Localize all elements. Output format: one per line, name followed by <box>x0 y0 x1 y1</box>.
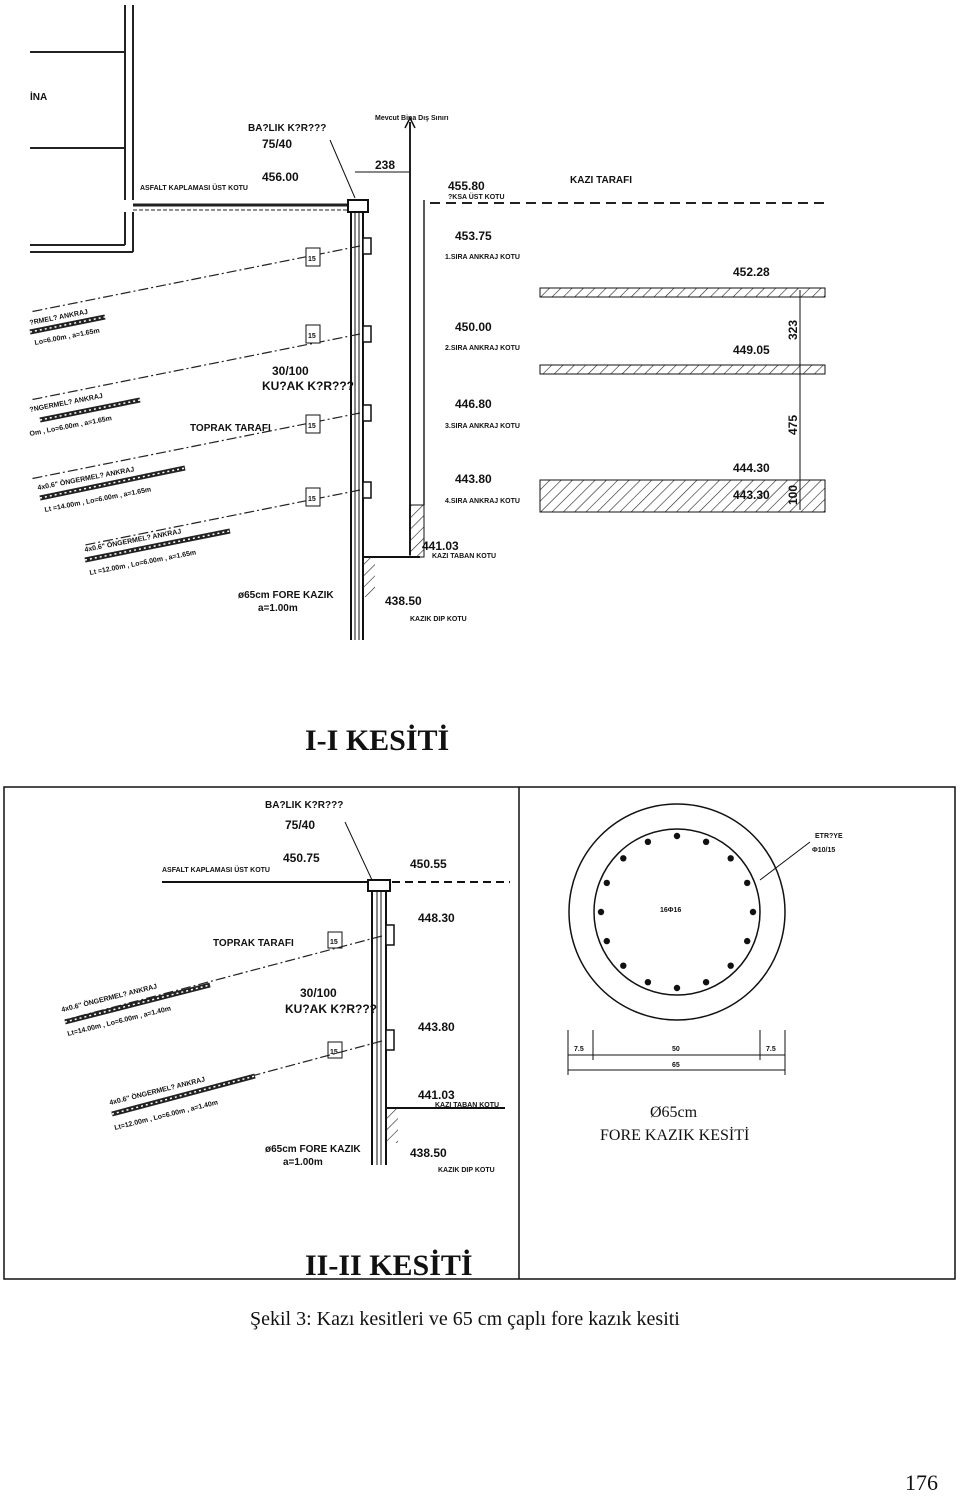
s2-pile-label: ø65cm FORE KAZIK <box>265 1144 361 1155</box>
anchor-row-1-label: 1.SIRA ANKRAJ KOTU <box>445 254 520 261</box>
s2-waler-label: KU?AK K?R??? <box>285 1002 377 1016</box>
s2-beam-label: BA?LIK K?R??? <box>265 800 343 811</box>
dim-323: 323 <box>786 320 800 340</box>
page-number: 176 <box>905 1470 938 1495</box>
s2-asphalt-elevation: 450.75 <box>283 851 320 865</box>
slab-level-3: 444.30 <box>733 461 770 475</box>
dim-left: 7.5 <box>574 1046 584 1053</box>
anchor-row-4-label: 4.SIRA ANKRAJ KOTU <box>445 498 520 505</box>
asphalt-label: ASFALT KAPLAMASI ÜST KOTU <box>140 183 248 192</box>
anchor-row-1-elev: 453.75 <box>455 229 492 243</box>
rebar-dot <box>644 979 652 986</box>
building-label: İNA <box>30 90 47 103</box>
pile-diameter: Ø65cm <box>650 1104 698 1121</box>
rebar-dot <box>702 838 710 845</box>
s2-soil-side-label: TOPRAK TARAFI <box>213 938 294 949</box>
s2-anchor-angle-1: 15 <box>330 939 338 946</box>
s2-anchor-row-1: 448.30 <box>418 911 455 925</box>
section-1-drawing: İNA Mevcut Bina Dış Sınırı 238 BA? <box>29 5 830 757</box>
slab-level-4: 443.30 <box>733 488 770 502</box>
s2-pile-tip-label: KAZIK DIP KOTU <box>438 1167 495 1174</box>
slab-level-2: 449.05 <box>733 343 770 357</box>
capping-beam <box>347 199 369 213</box>
asphalt-elevation: 456.00 <box>262 170 299 184</box>
pile-label: ø65cm FORE KAZIK <box>238 590 334 601</box>
section-2-title: II-II KESİTİ <box>305 1249 473 1282</box>
existing-slabs <box>539 287 826 513</box>
boundary-label: Mevcut Bina Dış Sınırı <box>375 115 449 122</box>
anchor-row-3-elev: 446.80 <box>455 397 492 411</box>
s2-beam-dimension: 75/40 <box>285 818 315 832</box>
base-label: KAZI TABAN KOTU <box>432 553 496 560</box>
dimension-lines <box>567 1030 786 1075</box>
anchor-angle-4: 15 <box>308 496 316 503</box>
dim-475: 475 <box>786 415 800 435</box>
anchor-row-3-label: 3.SIRA ANKRAJ KOTU <box>445 423 520 430</box>
s2-base-label: KAZI TABAN KOTU <box>435 1102 499 1109</box>
waler-dimension: 30/100 <box>272 364 309 378</box>
anchor-angle-2: 15 <box>308 333 316 340</box>
s2-base-elevation: 441.03 <box>418 1088 455 1102</box>
ground-anchors-1 <box>29 245 361 546</box>
top-elevation-label: ?KSA ÜST KOTU <box>448 192 505 201</box>
rebar-dot <box>603 879 610 887</box>
s2-anchor-row-2: 443.80 <box>418 1020 455 1034</box>
pile-tip-elevation: 438.50 <box>385 594 422 608</box>
rebar-dot <box>749 908 757 916</box>
section-1-title: I-I KESİTİ <box>305 724 449 757</box>
rebar-dot <box>597 908 605 916</box>
pile-tip-label: KAZIK DIP KOTU <box>410 616 467 623</box>
figure-caption: Şekil 3: Kazı kesitleri ve 65 cm çaplı f… <box>250 1308 680 1330</box>
dim-right: 7.5 <box>766 1046 776 1053</box>
soil-side-label: TOPRAK TARAFI <box>190 423 271 434</box>
s2-asphalt-label: ASFALT KAPLAMASI ÜST KOTU <box>162 865 270 874</box>
section-2-drawing: BA?LIK K?R??? 75/40 450.75 ASFALT KAPLAM… <box>60 800 510 1282</box>
pile-cross-section: ETR?YE Φ10/15 16Φ16 7.5 50 7.5 65 Ø65cm … <box>567 803 843 1144</box>
dim-100: 100 <box>786 485 800 505</box>
anchor-row-2-elev: 450.00 <box>455 320 492 334</box>
rebar-label: 16Φ16 <box>660 907 681 914</box>
anchor-angle-3: 15 <box>308 423 316 430</box>
rebar-dots <box>597 832 757 992</box>
beam-dimension: 75/40 <box>262 137 292 151</box>
gap-dimension: 238 <box>375 158 395 172</box>
rebar-dot <box>673 832 681 840</box>
dim-total: 65 <box>672 1062 680 1069</box>
bored-pile <box>350 212 364 640</box>
rebar-dot <box>673 984 681 992</box>
anchor-row-2-label: 2.SIRA ANKRAJ KOTU <box>445 345 520 352</box>
rebar-dot <box>727 855 734 862</box>
s2-pile-tip-elevation: 438.50 <box>410 1146 447 1160</box>
slab-level-1: 452.28 <box>733 265 770 279</box>
rebar-dot <box>644 838 652 845</box>
rebar-dot <box>744 937 751 945</box>
anchor-3-spec: Lt =14.00m , Lo=6.00m , a=1.65m <box>44 486 152 514</box>
bottom-frame <box>3 786 956 1280</box>
beam-label: BA?LIK K?R??? <box>248 123 326 134</box>
s2-waler-dimension: 30/100 <box>300 986 337 1000</box>
existing-building <box>30 5 134 253</box>
pile-section-title: FORE KAZIK KESİTİ <box>600 1126 749 1144</box>
drawing-sheet: İNA Mevcut Bina Dış Sınırı 238 BA? <box>3 5 956 1282</box>
stirrup-label: ETR?YE <box>815 833 843 840</box>
pile-spacing: a=1.00m <box>258 603 298 614</box>
s2-anchor-2-spec: Lt=12.00m , Lo=6.00m , a=1.40m <box>114 1099 219 1132</box>
anchor-angle-1: 15 <box>308 256 316 263</box>
s2-anchor-angle-2: 15 <box>330 1049 338 1056</box>
dim-mid: 50 <box>672 1046 680 1053</box>
rebar-dot <box>620 855 627 862</box>
excavation-side-label: KAZI TARAFI <box>570 175 632 186</box>
s2-top-elevation: 450.55 <box>410 857 447 871</box>
rebar-dot <box>620 962 627 969</box>
rebar-dot <box>744 879 751 887</box>
base-elevation: 441.03 <box>422 539 459 553</box>
s2-pile-spacing: a=1.00m <box>283 1157 323 1168</box>
rebar-dot <box>603 937 610 945</box>
top-elevation: 455.80 <box>448 179 485 193</box>
rebar-dot <box>727 962 734 969</box>
waler-label: KU?AK K?R??? <box>262 379 354 393</box>
stirrup-spec: Φ10/15 <box>812 847 835 854</box>
rebar-dot <box>702 979 710 986</box>
anchor-row-4-elev: 443.80 <box>455 472 492 486</box>
